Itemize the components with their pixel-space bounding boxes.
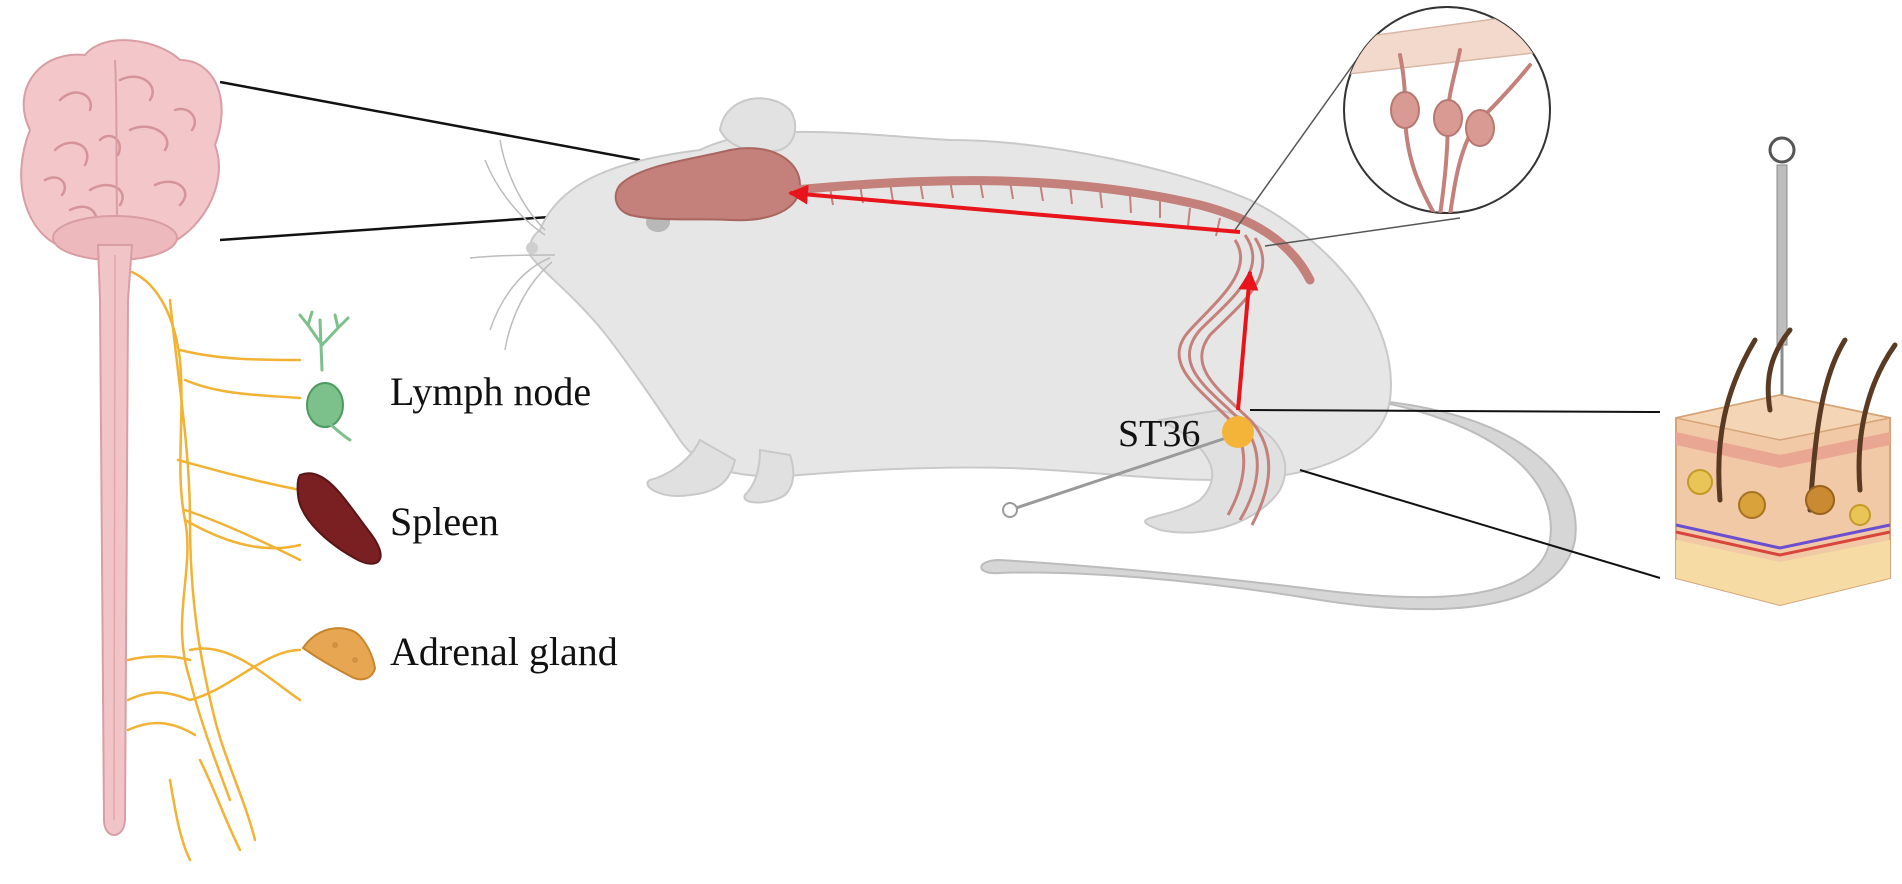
st36-label: ST36 bbox=[1118, 413, 1200, 455]
ascending-arrow-from-st36 bbox=[1236, 270, 1259, 411]
spinal-cord-icon bbox=[96, 244, 134, 836]
st36-acupoint-dot bbox=[1222, 416, 1254, 448]
sympathetic-nerves bbox=[126, 270, 302, 862]
spleen-label: Spleen bbox=[390, 499, 499, 544]
drg-zoom-leader-lines bbox=[1234, 54, 1461, 247]
adrenal-gland-icon bbox=[301, 627, 377, 681]
skin-leader-lines bbox=[1249, 409, 1661, 579]
acupuncture-needle-icon bbox=[1002, 433, 1236, 518]
human-brain-icon bbox=[20, 39, 223, 261]
lymph-node-label: Lymph node bbox=[390, 369, 592, 414]
rodent-nervous-system bbox=[614, 147, 1315, 526]
skin-cross-section-icon bbox=[1675, 136, 1898, 607]
signal-arrows bbox=[788, 184, 1259, 411]
drg-neuron-zoom-icon bbox=[1343, 6, 1551, 214]
adrenal-gland-label: Adrenal gland bbox=[390, 629, 618, 674]
ascending-arrow-to-brain bbox=[788, 184, 1241, 234]
lymph-node-icon bbox=[298, 310, 352, 442]
spleen-icon bbox=[296, 472, 382, 565]
